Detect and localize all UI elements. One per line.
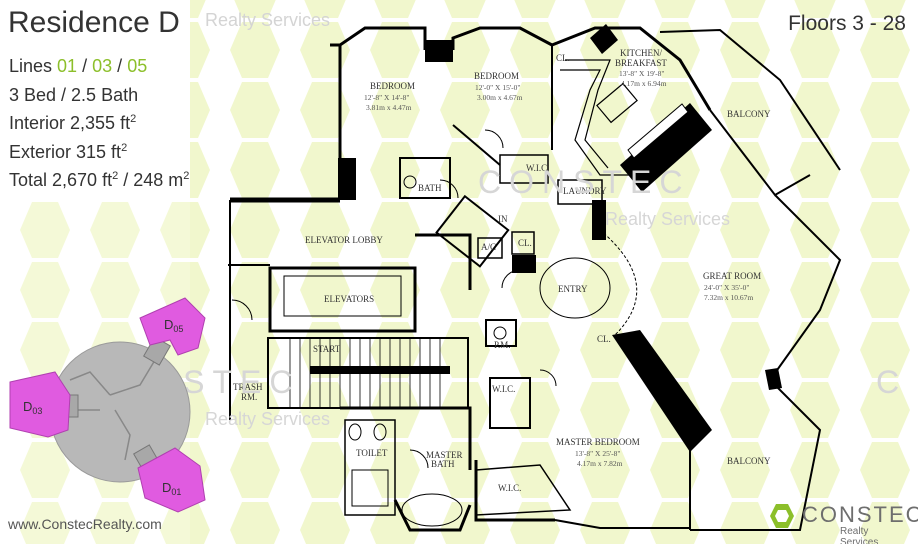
bedroom1-dim-ft: 12'-8" X 14'-8"	[364, 93, 410, 102]
lines-row: Lines 01 / 03 / 05	[9, 56, 148, 76]
watermark-realty-center: Realty Services	[605, 209, 730, 229]
great-room-dim-m: 7.32m x 10.67m	[704, 293, 753, 302]
logo-wordmark: CONSTEC	[802, 502, 918, 527]
bedroom2-dim-m: 3.00m x 4.67m	[477, 93, 523, 102]
kitchen-label-1: KITCHEN/	[620, 48, 662, 58]
kitchen-dim-ft: 13'-8" X 19'-8"	[619, 69, 665, 78]
website-link[interactable]: www.ConstecRealty.com	[8, 516, 162, 532]
entry-closet-label: CL.	[518, 238, 532, 248]
bedroom1-label: BEDROOM	[370, 81, 415, 91]
watermark-realty-left: Realty Services	[205, 409, 330, 429]
balcony-top-label: BALCONY	[727, 109, 771, 119]
line-03: 03	[92, 56, 113, 76]
bath-label: BATH	[418, 183, 442, 193]
powder-room-label: P.M.	[494, 340, 511, 350]
title-watermark: Realty Services	[205, 10, 331, 30]
trash-room-label-2: RM.	[241, 392, 257, 402]
master-bath-label-1: MASTER	[426, 450, 463, 460]
trash-room-label-1: TRASH	[233, 382, 263, 392]
great-room-closet-label: CL.	[597, 334, 611, 344]
logo-tagline: Realty Services	[840, 526, 879, 544]
laundry-label: LAUNDRY	[563, 186, 607, 196]
line-01: 01	[57, 56, 78, 76]
key-plan: D05 D03 D01	[9, 297, 206, 513]
bedroom2-dim-ft: 12'-0" X 15'-0"	[475, 83, 521, 92]
line-05: 05	[127, 56, 148, 76]
master-bedroom-dim-ft: 13'-8" X 25'-8"	[575, 449, 621, 458]
elevator-lobby-label: ELEVATOR LOBBY	[305, 235, 383, 245]
key-label-d03: D03	[23, 399, 42, 416]
interior-area: Interior 2,355 ft2	[9, 113, 137, 133]
elevators-label: ELEVATORS	[324, 294, 374, 304]
ac-label: A/C	[481, 242, 496, 252]
exterior-area: Exterior 315 ft2	[9, 141, 128, 162]
master-bath-label-2: BATH	[431, 459, 455, 469]
great-room-label: GREAT ROOM	[703, 271, 761, 281]
toilet-label: TOILET	[356, 448, 388, 458]
bedroom2-label: BEDROOM	[474, 71, 519, 81]
hexagon-logo-icon	[770, 504, 794, 528]
stairs-start-label: START	[313, 344, 341, 354]
watermark-constec-right: C	[876, 364, 899, 400]
key-label-d05: D05	[164, 317, 183, 334]
in-closet-label: IN	[498, 214, 508, 224]
key-label-d01: D01	[162, 480, 181, 497]
balcony-bottom-label: BALCONY	[727, 456, 771, 466]
floors-range: Floors 3 - 28	[788, 12, 906, 35]
total-area: Total 2,670 ft2 / 248 m2	[9, 170, 190, 190]
constec-logo: CONSTEC Realty Services	[768, 500, 918, 544]
kitchen-closet-label: CL.	[556, 53, 570, 63]
great-room-dim-ft: 24'-0" X 35'-0"	[704, 283, 750, 292]
bedroom1-dim-m: 3.81m x 4.47m	[366, 103, 412, 112]
master-bedroom-label: MASTER BEDROOM	[556, 437, 640, 447]
beds-baths: 3 Bed / 2.5 Bath	[9, 84, 139, 105]
unit-specs: Lines 01 / 03 / 05 3 Bed / 2.5 Bath Inte…	[9, 52, 189, 195]
entry-label: ENTRY	[558, 284, 588, 294]
master-bedroom-dim-m: 4.17m x 7.82m	[577, 459, 623, 468]
watermark-constec-center: CONSTEC	[478, 164, 690, 200]
residence-title: Residence D	[8, 6, 180, 39]
master-wic2-label: W.I.C.	[498, 483, 521, 493]
kitchen-label-2: BREAKFAST	[615, 58, 667, 68]
master-wic-label: W.I.C.	[492, 384, 515, 394]
wic-top-label: W.I.C.	[526, 163, 549, 173]
kitchen-dim-m: 4.17m x 6.94m	[621, 79, 667, 88]
